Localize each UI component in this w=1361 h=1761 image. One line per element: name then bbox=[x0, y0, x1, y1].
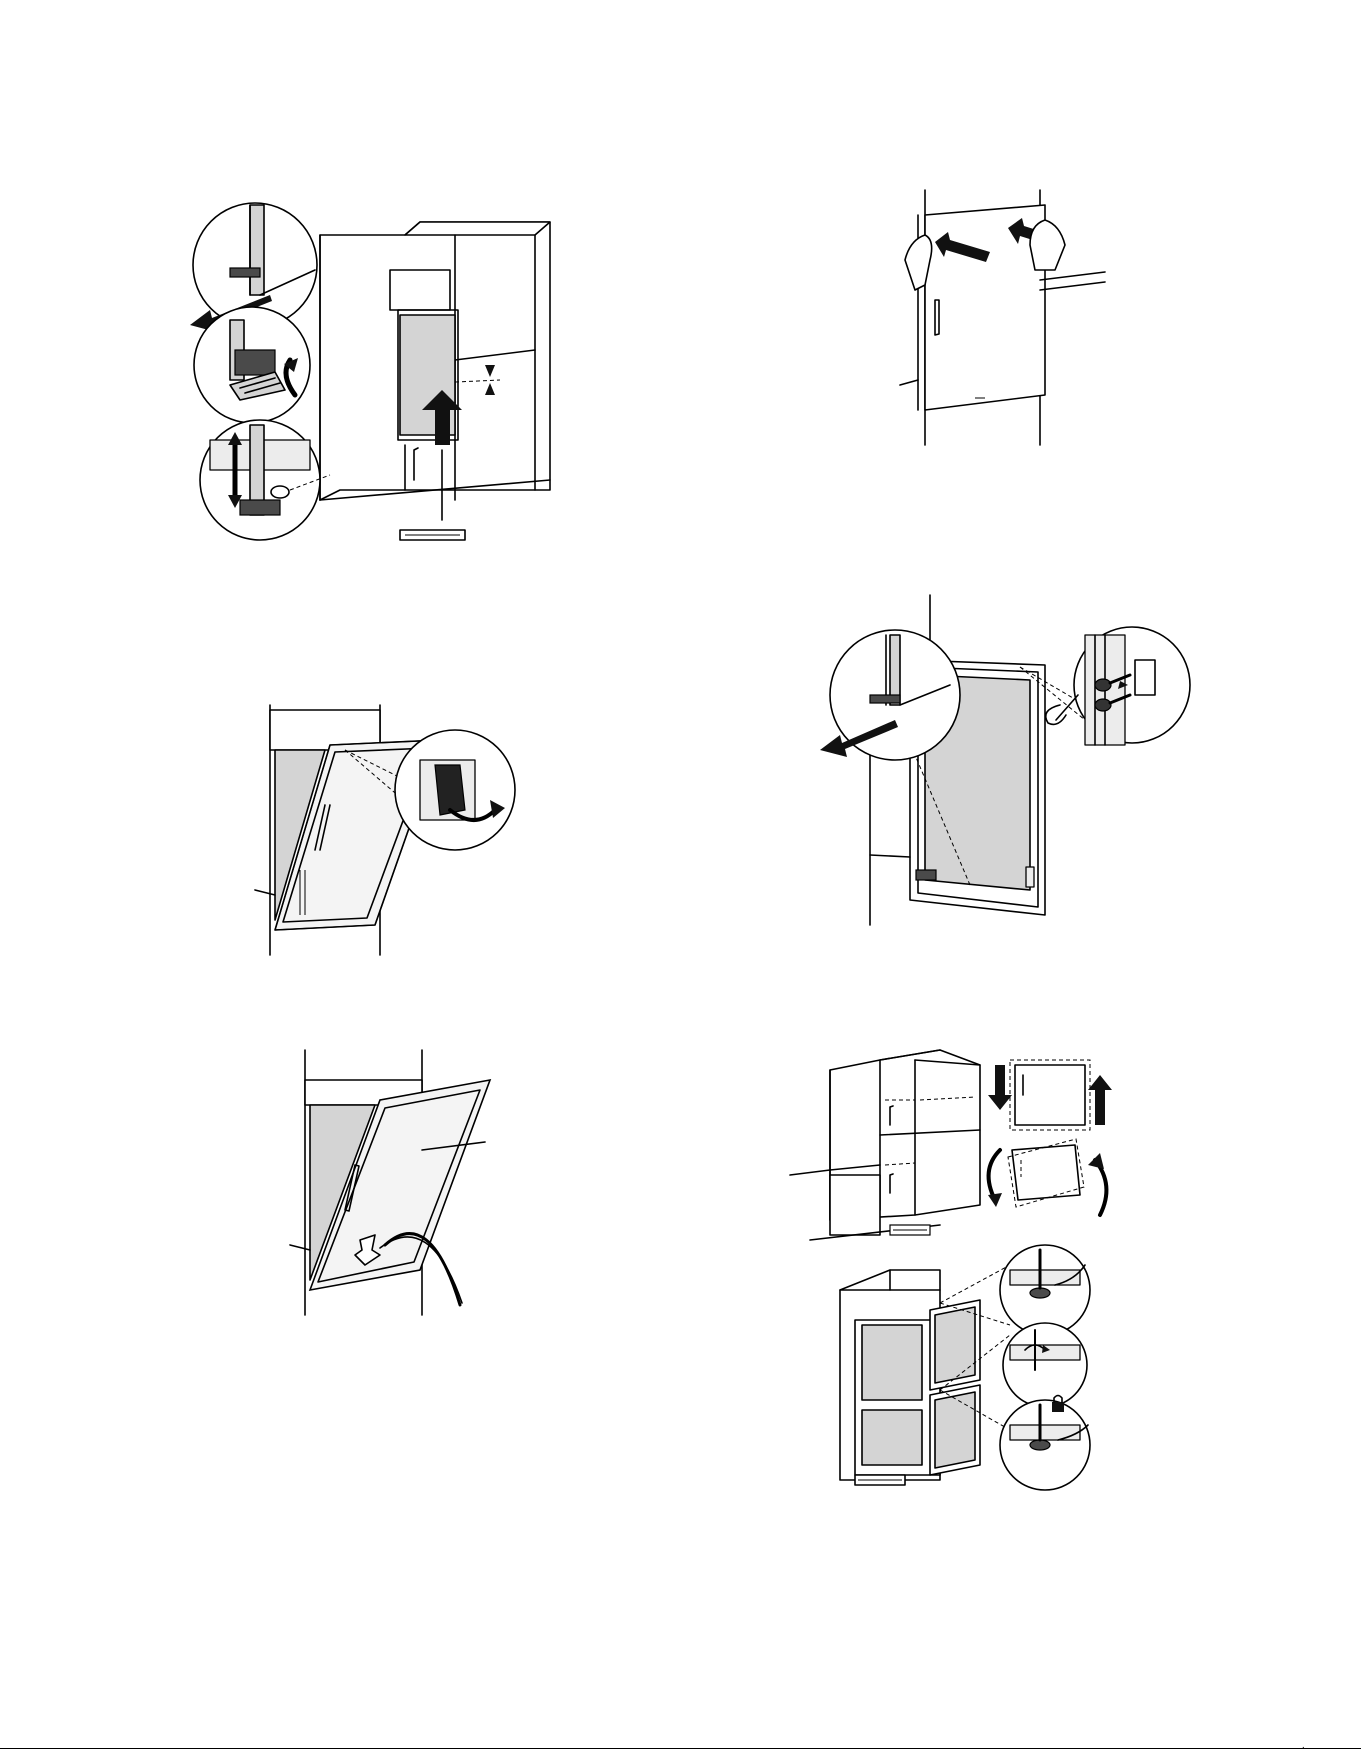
figure-peel-adhesive-strip bbox=[255, 700, 525, 960]
footer-rule bbox=[0, 1748, 1361, 1749]
figure-screw-bracket-to-door bbox=[820, 595, 1190, 925]
figure-press-door-panel bbox=[880, 190, 1120, 450]
figure-remove-clip-lift-door bbox=[190, 200, 560, 580]
figure-swing-door-closed bbox=[280, 1050, 510, 1320]
footer-mark: · bbox=[1302, 1742, 1305, 1753]
figure-adjust-lock-door-alignment bbox=[790, 1045, 1210, 1500]
